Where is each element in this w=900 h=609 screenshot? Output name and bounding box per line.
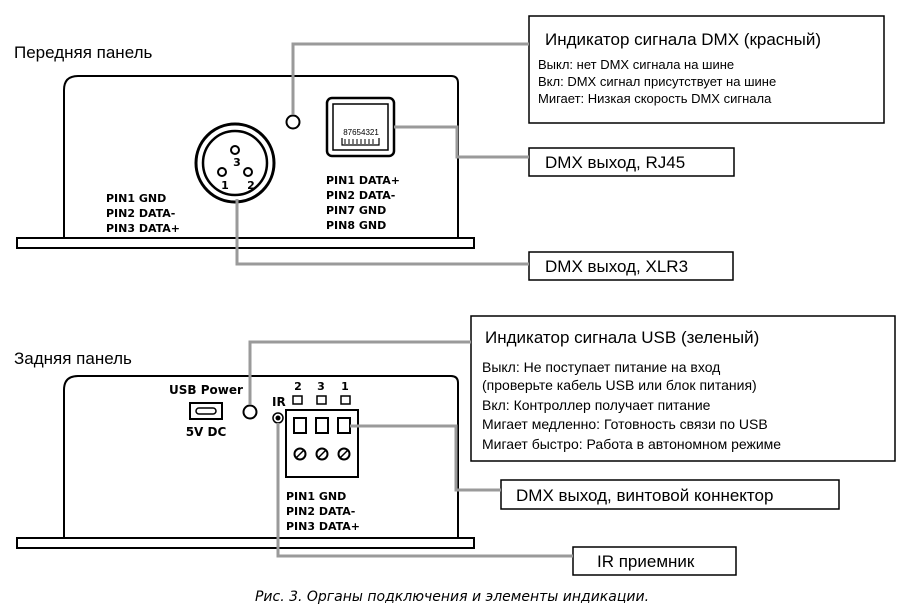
usb-led-desc: Вкл: Контроллер получает питание: [482, 397, 711, 413]
usb-led-desc: (проверьте кабель USB или блок питания): [482, 377, 757, 393]
rj45-pin-label: PIN8 GND: [326, 219, 386, 232]
front-device-base: [16, 237, 475, 249]
terminal-pin-labels: PIN1 GND PIN2 DATA- PIN3 DATA+: [286, 490, 360, 533]
rj45-pin-label: PIN1 DATA+: [326, 174, 400, 187]
ir-receiver-callout: IR приемник: [572, 546, 737, 576]
rj45-pin-labels: PIN1 DATA+ PIN2 DATA- PIN7 GND PIN8 GND: [326, 174, 400, 232]
screw-terminal-block: [285, 409, 359, 478]
usb-led-desc: Выкл: Не поступает питание на вход: [482, 359, 720, 375]
xlr3-connector: 3 1 2: [194, 122, 276, 204]
svg-text:DMX выход, RJ45: DMX выход, RJ45: [545, 153, 685, 172]
rear-device-body: [63, 375, 459, 539]
dmx-led-desc: Мигает: Низкая скорость DMX сигнала: [538, 91, 772, 106]
terminal-pin-label: PIN1 GND: [286, 490, 346, 503]
dmx-led-title: Индикатор сигнала DMX (красный): [545, 30, 821, 49]
rear-device-base: [16, 537, 475, 549]
svg-text:IR приемник: IR приемник: [597, 552, 695, 571]
xlr-pin-label: PIN3 DATA+: [106, 222, 180, 235]
usb-led-leader-line: [248, 340, 471, 404]
xlr-callout: DMX выход, XLR3: [528, 251, 734, 281]
xlr-pin-labels: PIN1 GND PIN2 DATA- PIN3 DATA+: [106, 192, 180, 235]
terminal-pin-label: PIN3 DATA+: [286, 520, 360, 533]
dmx-led-indicator: [285, 114, 301, 130]
usb-led-desc: Мигает быстро: Работа в автономном режим…: [482, 436, 781, 452]
usb-led-info-box: Индикатор сигнала USB (зеленый) Выкл: Не…: [470, 315, 896, 462]
rj45-connector: 87654321: [325, 96, 396, 158]
usb-power-label: USB Power: [169, 383, 243, 397]
dmx-led-leader-line: [291, 42, 529, 114]
rj45-leader-line: [394, 125, 529, 159]
rj45-callout: DMX выход, RJ45: [528, 147, 735, 177]
ir-label: IR: [272, 395, 286, 409]
terminal-number: 2: [294, 380, 302, 393]
xlr-pin-label: PIN1 GND: [106, 192, 166, 205]
screw-connector-leader-line: [350, 424, 501, 492]
ir-receiver-leader-line: [276, 423, 573, 558]
terminal-pin-label: PIN2 DATA-: [286, 505, 355, 518]
usb-power-port: [189, 402, 223, 420]
screw-connector-callout: DMX выход, винтовой коннектор: [500, 479, 840, 510]
rj45-pin-label: PIN2 DATA-: [326, 189, 395, 202]
terminal-number: 3: [317, 380, 325, 393]
dc-label: 5V DC: [186, 425, 227, 439]
dmx-led-desc: Вкл: DMX сигнал присутствует на шине: [538, 74, 776, 89]
usb-led-indicator: [242, 404, 258, 420]
xlr-pin-number: 1: [221, 179, 229, 192]
svg-text:DMX выход, винтовой коннектор: DMX выход, винтовой коннектор: [516, 486, 773, 505]
usb-led-desc: Мигает медленно: Готовность связи по USB: [482, 416, 768, 432]
dmx-led-desc: Выкл: нет DMX сигнала на шине: [538, 57, 734, 72]
figure-caption: Рис. 3. Органы подключения и элементы ин…: [255, 589, 649, 605]
xlr-pin-number: 3: [233, 156, 241, 169]
terminal-number: 1: [341, 380, 349, 393]
xlr-pin-label: PIN2 DATA-: [106, 207, 175, 220]
rj45-pin-order: 87654321: [343, 128, 379, 137]
terminal-pin-numbers: 2 3 1: [292, 380, 351, 405]
front-panel-title: Передняя панель: [14, 43, 153, 62]
ir-receiver: [272, 412, 284, 424]
xlr-leader-line: [235, 199, 529, 266]
rj45-pin-label: PIN7 GND: [326, 204, 386, 217]
dmx-led-info-box: Индикатор сигнала DMX (красный) Выкл: не…: [528, 15, 885, 124]
xlr-pin-number: 2: [247, 179, 255, 192]
usb-led-title: Индикатор сигнала USB (зеленый): [485, 328, 759, 347]
svg-text:DMX выход, XLR3: DMX выход, XLR3: [545, 257, 688, 276]
rear-panel-title: Задняя панель: [14, 349, 132, 368]
